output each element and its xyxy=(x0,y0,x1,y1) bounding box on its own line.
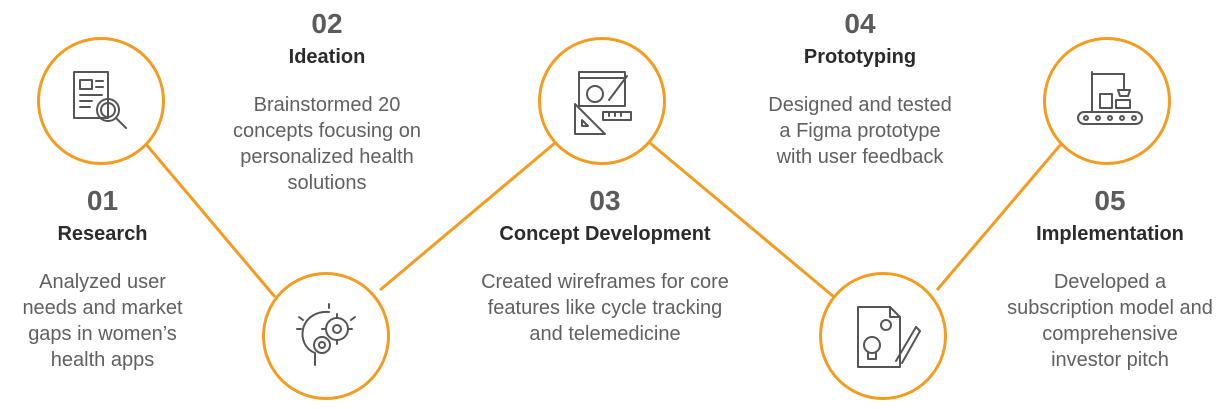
head-gears-icon xyxy=(296,303,356,366)
step-4-title: Prototyping xyxy=(803,46,917,68)
step-4-circle xyxy=(819,272,947,400)
step-4-number: 04 xyxy=(844,8,876,39)
blueprint-pencil-icon xyxy=(857,306,921,368)
step-2: 02 Ideation Brainstormed 20 concepts foc… xyxy=(222,8,432,196)
step-1-circle xyxy=(37,37,165,165)
step-1-number: 01 xyxy=(86,185,119,216)
step-2-title: Ideation xyxy=(288,46,366,68)
step-4: 04 Prototyping Designed and tested a Fig… xyxy=(760,8,960,170)
step-1-title: Research xyxy=(57,223,148,245)
document-search-icon xyxy=(73,71,127,129)
step-5-title: Implementation xyxy=(1036,223,1184,245)
step-3-number: 03 xyxy=(589,185,621,216)
step-3-description: Created wireframes for core features lik… xyxy=(481,271,729,345)
step-5-number: 05 xyxy=(1094,185,1126,216)
step-1: 01 Research Analyzed user needs and mark… xyxy=(20,185,185,373)
connector-4-5 xyxy=(935,142,1064,291)
step-3-title: Concept Development xyxy=(499,223,711,245)
step-2-description: Brainstormed 20 concepts focusing on per… xyxy=(233,94,421,194)
connector-1-2 xyxy=(143,142,277,298)
step-5: 05 Implementation Developed a subscripti… xyxy=(1005,185,1215,373)
connector-2-3 xyxy=(379,141,556,292)
step-5-circle xyxy=(1043,37,1171,165)
step-5-description: Developed a subscription model and compr… xyxy=(1007,271,1213,371)
connector-3-4 xyxy=(649,141,835,299)
step-3-circle xyxy=(538,37,666,165)
step-3: 03 Concept Development Created wireframe… xyxy=(470,185,740,347)
step-4-description: Designed and tested a Figma prototype wi… xyxy=(768,94,952,168)
step-1-description: Analyzed user needs and market gaps in w… xyxy=(22,271,183,371)
step-2-circle xyxy=(262,272,390,400)
design-tools-icon xyxy=(574,71,632,135)
conveyor-robot-icon xyxy=(1077,71,1143,125)
step-2-number: 02 xyxy=(311,8,343,39)
